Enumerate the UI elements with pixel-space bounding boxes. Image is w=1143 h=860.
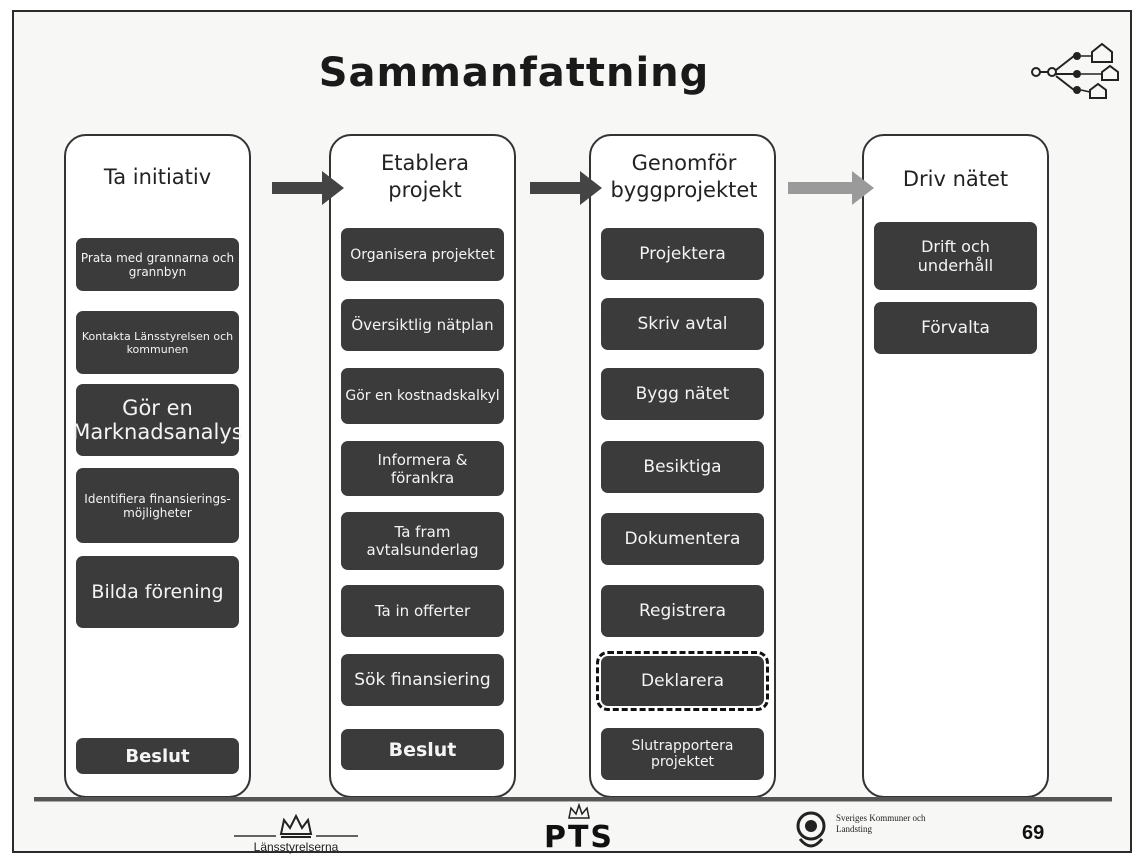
step-box: Förvalta <box>874 302 1037 354</box>
network-houses-icon <box>1031 42 1119 99</box>
phase-heading: Etablera projekt <box>381 151 469 202</box>
crown-icon <box>234 813 358 838</box>
phase-heading: Genomför byggprojektet <box>610 151 758 202</box>
step-box-decision: Beslut <box>341 729 504 770</box>
arrow-right-icon <box>530 171 602 205</box>
step-box: Sök finansiering <box>341 654 504 706</box>
slide-title: Sammanfattning <box>318 50 710 96</box>
arrow-right-icon <box>788 171 874 205</box>
step-box: Ta in offerter <box>341 585 504 637</box>
logo-skl-text: Sveriges Kommuner och Landsting <box>836 813 926 834</box>
step-box: Ta fram avtalsunderlag <box>341 512 504 570</box>
phase-heading: Ta initiativ <box>103 165 212 189</box>
step-box-optional: Deklarera <box>596 651 769 711</box>
step-box: Kontakta Länsstyrelsen och kommunen <box>76 311 239 374</box>
phase-column-etablera-projekt: Etablera projekt Organisera projektet Öv… <box>329 134 516 798</box>
step-box: Bygg nätet <box>601 368 764 420</box>
step-box: Besiktiga <box>601 441 764 493</box>
logo-lansstyrelserna-text: Länsstyrelserna <box>253 840 339 854</box>
step-box: Översiktlig nätplan <box>341 299 504 351</box>
slide: Sammanfattning Ta initiativ Prata med gr… <box>12 10 1132 856</box>
step-box: Skriv avtal <box>601 298 764 350</box>
logo-pts-text: PTS <box>543 820 615 855</box>
arrow-right-icon <box>272 171 344 205</box>
step-box: Registrera <box>601 585 764 637</box>
logo-lansstyrelserna: Länsstyrelserna <box>226 806 366 856</box>
logo-skl: Sveriges Kommuner och Landsting <box>790 809 950 859</box>
step-box: Gör en kostnadskalkyl <box>341 368 504 424</box>
phase-heading: Driv nätet <box>902 167 1009 191</box>
page-number: 69 <box>1022 822 1045 844</box>
step-box: Prata med grannarna och grannbyn <box>76 238 239 291</box>
step-box: Slutrapportera projektet <box>601 728 764 780</box>
step-box-decision: Beslut <box>76 738 239 774</box>
step-box: Informera & förankra <box>341 441 504 496</box>
step-box: Organisera projektet <box>341 228 504 281</box>
step-box: Identifiera finansierings-möjligheter <box>76 468 239 543</box>
step-box: Drift och underhåll <box>874 222 1037 290</box>
step-box: Projektera <box>601 228 764 280</box>
step-box: Dokumentera <box>601 513 764 565</box>
phase-column-ta-initiativ: Ta initiativ Prata med grannarna och gra… <box>64 134 251 798</box>
footer-divider <box>34 797 1112 802</box>
skl-emblem-icon <box>796 811 826 848</box>
logo-pts: PTS <box>529 802 629 858</box>
step-box: Bilda förening <box>76 556 239 628</box>
step-box: Gör en Marknadsanalys <box>72 384 243 456</box>
phase-column-driv-natet: Driv nätet Drift och underhåll Förvalta <box>862 134 1049 798</box>
phase-column-genomfor-byggprojektet: Genomför byggprojektet Projektera Skriv … <box>589 134 776 798</box>
crown-icon <box>568 802 590 819</box>
